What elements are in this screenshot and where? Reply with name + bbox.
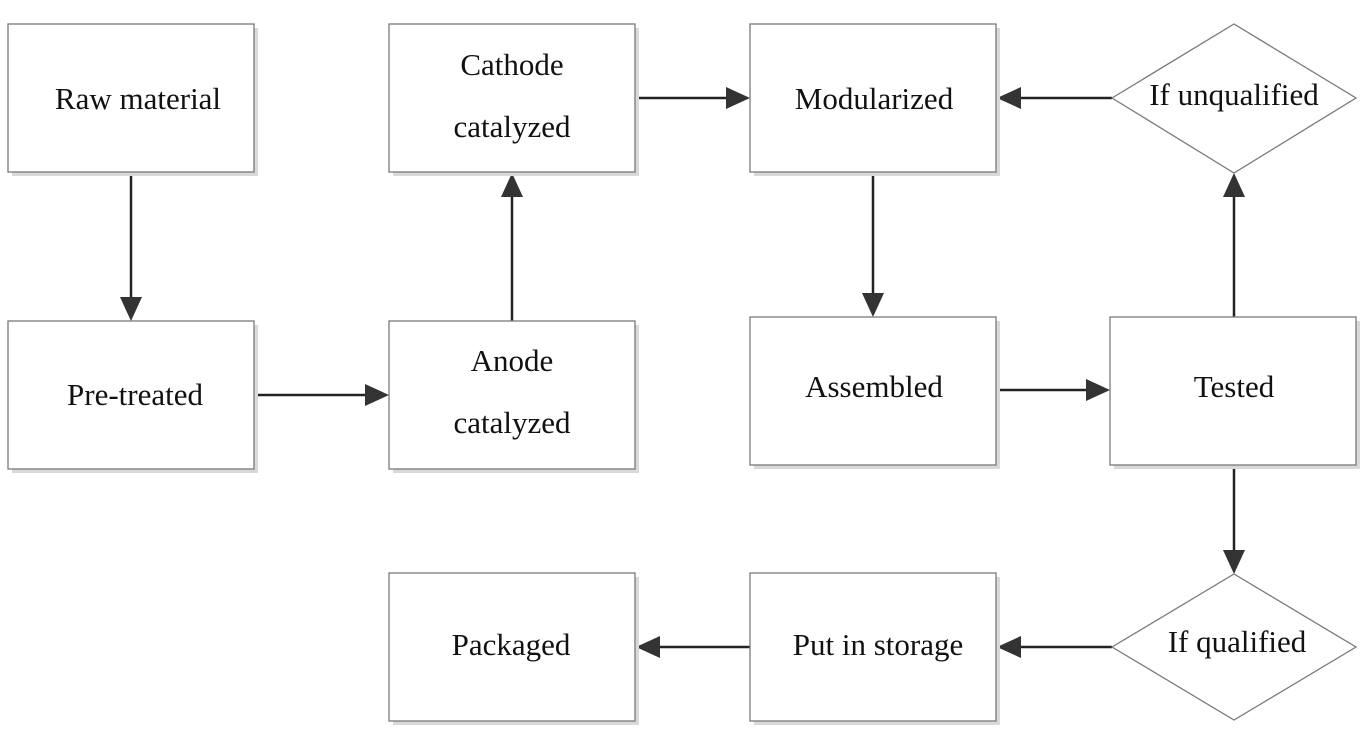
node-if-qualified: If qualified xyxy=(1110,573,1358,721)
edge-if-qualified-to-put-in-storage xyxy=(997,636,1112,658)
edge-if-unqualified-to-modularized xyxy=(997,87,1112,109)
node-anode-catalyzed: Anode catalyzed xyxy=(388,320,639,473)
edge-assembled-to-tested xyxy=(998,379,1110,401)
edge-cathode-catalyzed-to-modularized xyxy=(636,87,750,109)
node-assembled: Assembled xyxy=(749,316,1000,469)
node-label: Put in storage xyxy=(793,627,964,662)
nodes-layer: Raw material Pre-treated Cathode catalyz… xyxy=(7,23,1360,725)
node-packaged: Packaged xyxy=(388,572,639,725)
edge-put-in-storage-to-packaged xyxy=(636,636,750,658)
node-cathode-catalyzed: Cathode catalyzed xyxy=(388,23,639,176)
node-label: Modularized xyxy=(795,81,954,116)
edge-raw-material-to-pre-treated xyxy=(120,173,142,321)
node-label: If qualified xyxy=(1168,624,1307,659)
node-label: Assembled xyxy=(805,369,943,404)
edge-anode-catalyzed-to-cathode-catalyzed xyxy=(501,173,523,321)
node-if-unqualified: If unqualified xyxy=(1110,23,1358,174)
node-tested: Tested xyxy=(1109,316,1360,469)
node-raw-material: Raw material xyxy=(7,23,258,176)
node-modularized: Modularized xyxy=(749,23,1000,176)
node-label: Tested xyxy=(1194,369,1275,404)
node-label-line-1: Anode xyxy=(471,343,554,378)
node-label: Raw material xyxy=(55,81,221,116)
edge-tested-to-if-qualified xyxy=(1223,465,1245,574)
node-pre-treated: Pre-treated xyxy=(7,320,258,473)
node-label: Packaged xyxy=(452,627,571,662)
node-label-line-2: catalyzed xyxy=(453,405,571,440)
edges-layer xyxy=(120,87,1245,658)
edge-tested-to-if-unqualified xyxy=(1223,173,1245,317)
node-label-line-2: catalyzed xyxy=(453,109,571,144)
edge-modularized-to-assembled xyxy=(862,173,884,317)
node-label-line-1: Cathode xyxy=(460,47,563,82)
node-label: If unqualified xyxy=(1149,77,1319,112)
edge-pre-treated-to-anode-catalyzed xyxy=(256,384,389,406)
node-put-in-storage: Put in storage xyxy=(749,572,1000,725)
node-label: Pre-treated xyxy=(67,377,203,412)
